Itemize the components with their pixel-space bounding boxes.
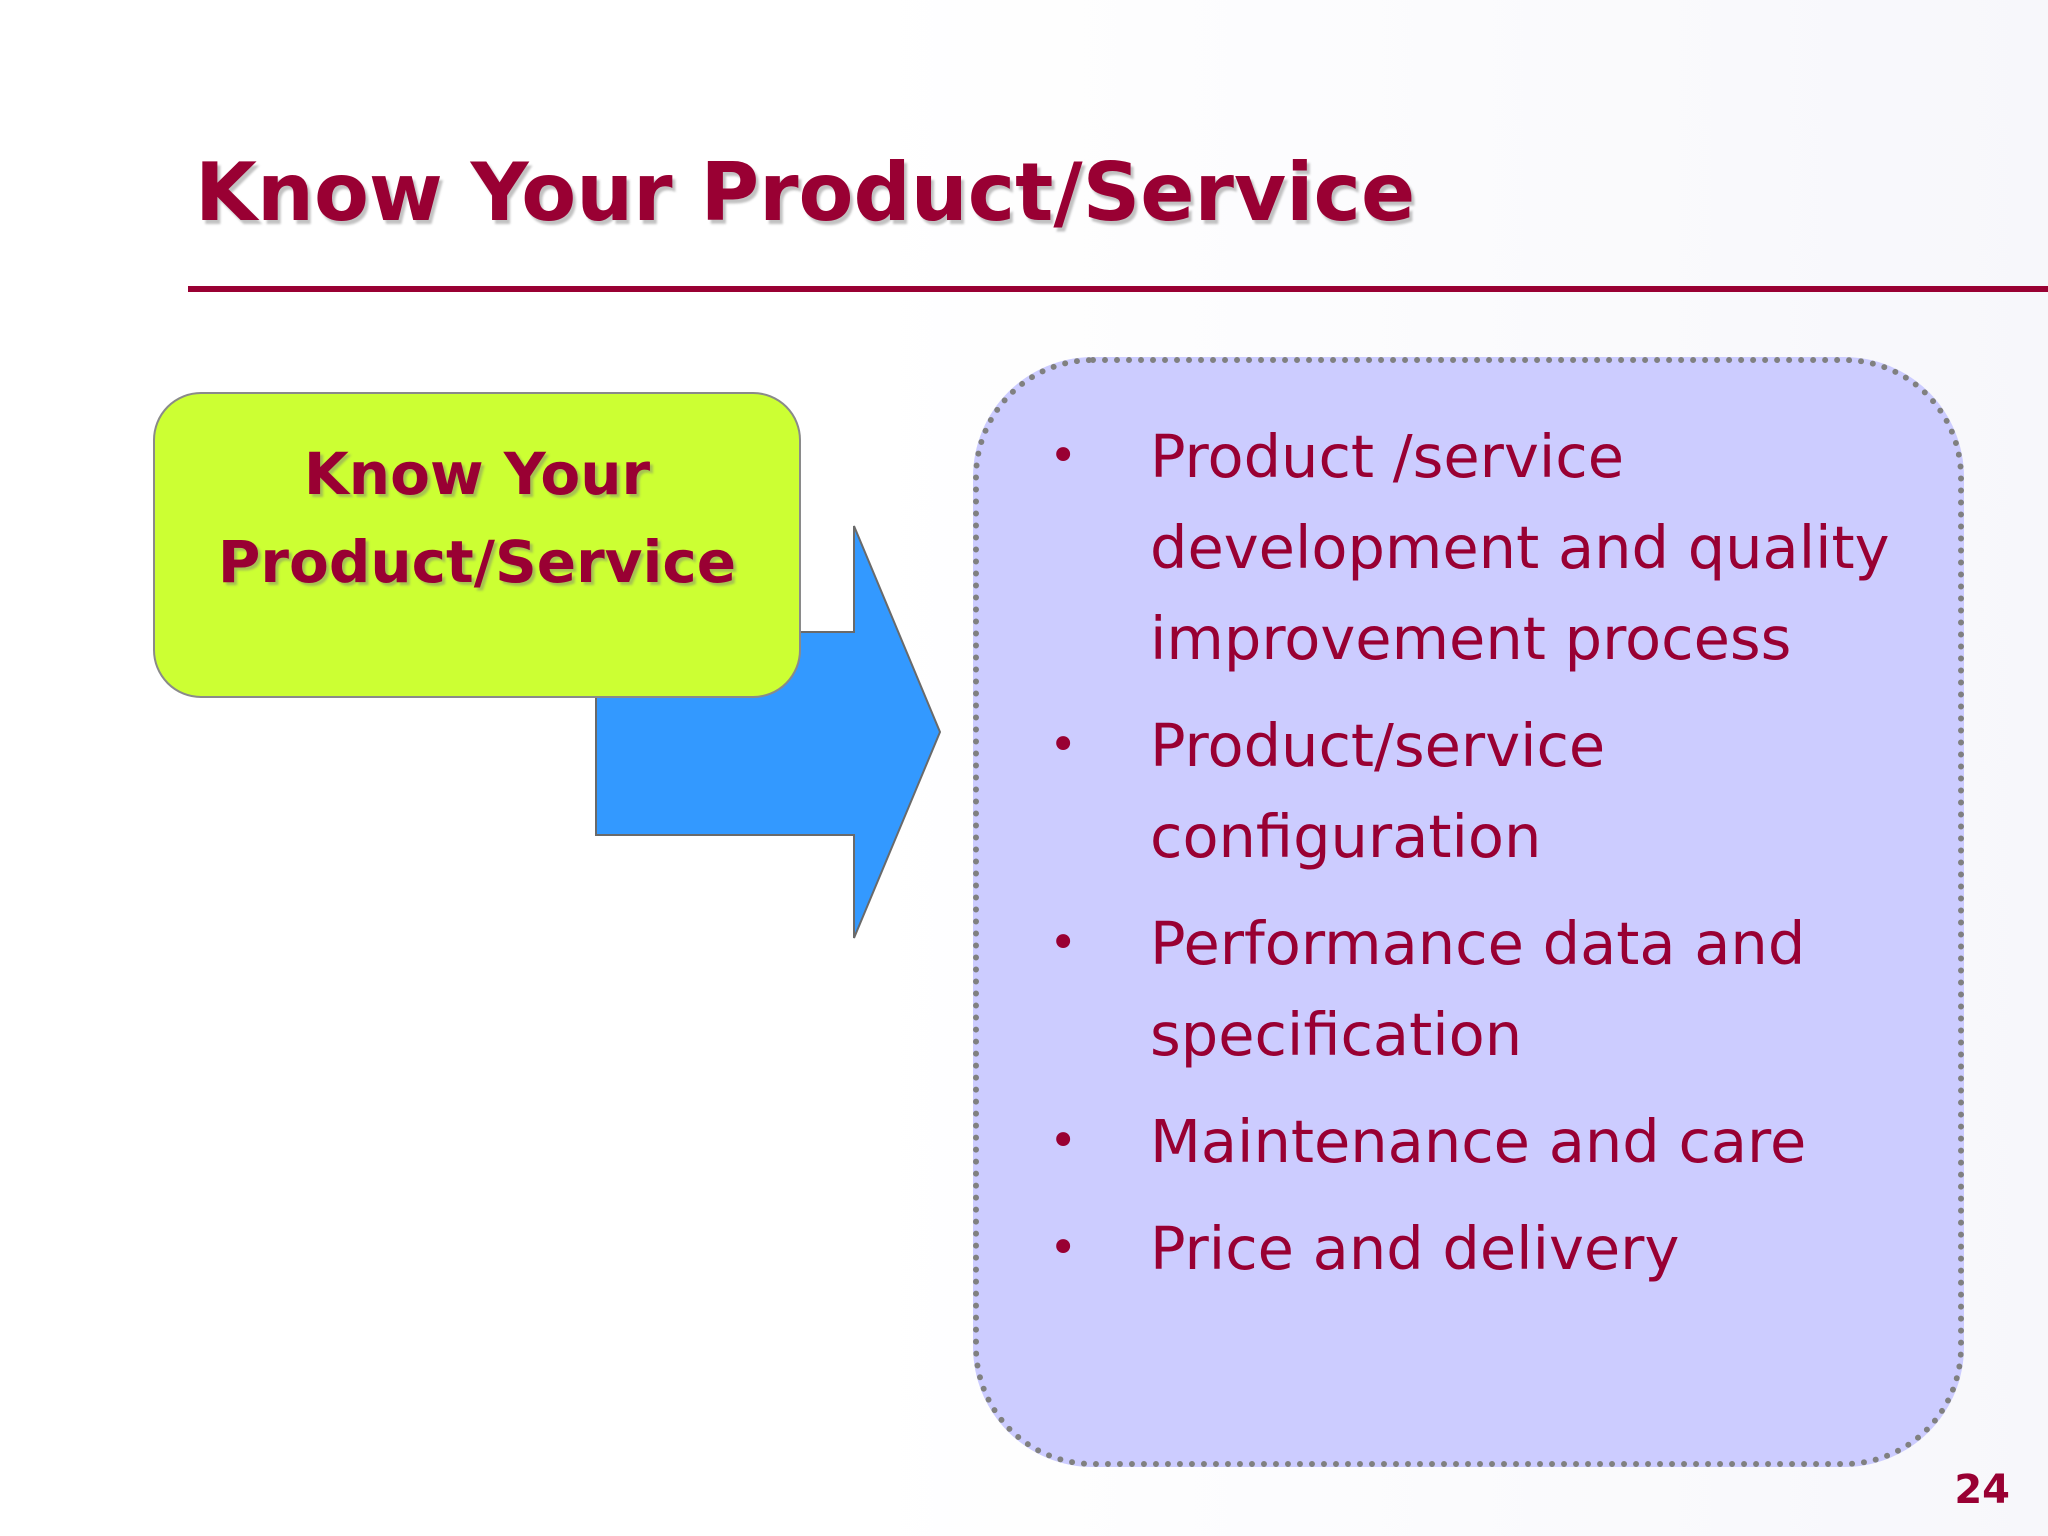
bullet-icon: • xyxy=(1049,915,1078,971)
bullet-icon: • xyxy=(1049,1220,1078,1276)
page-number: 24 xyxy=(1954,1467,2010,1513)
point-text: Performance data and specification xyxy=(1150,909,1806,1069)
topic-box-line-1: Know Your xyxy=(303,440,651,508)
list-item: • Product /service development and quali… xyxy=(979,411,1958,684)
bullet-icon: • xyxy=(1049,1113,1078,1169)
list-item: • Price and delivery xyxy=(979,1203,1958,1294)
title-divider xyxy=(188,286,2048,292)
topic-box-line-2: Product/Service xyxy=(217,528,737,596)
list-item: • Product/service configuration xyxy=(979,700,1958,882)
list-item: • Performance data and specification xyxy=(979,898,1958,1080)
point-text: Price and delivery xyxy=(1150,1214,1680,1283)
bullet-icon: • xyxy=(1049,428,1078,484)
point-text: Product /service development and quality… xyxy=(1150,422,1890,673)
slide-title: Know Your Product/Service xyxy=(195,146,1416,239)
key-points-list: • Product /service development and quali… xyxy=(979,411,1958,1294)
key-points-panel: • Product /service development and quali… xyxy=(973,357,1964,1467)
list-item: • Maintenance and care xyxy=(979,1096,1958,1187)
point-text: Product/service configuration xyxy=(1150,711,1606,871)
topic-box: Know Your Product/Service xyxy=(153,392,801,698)
bullet-icon: • xyxy=(1049,717,1078,773)
point-text: Maintenance and care xyxy=(1150,1107,1807,1176)
right-block-arrow-icon xyxy=(595,525,942,939)
